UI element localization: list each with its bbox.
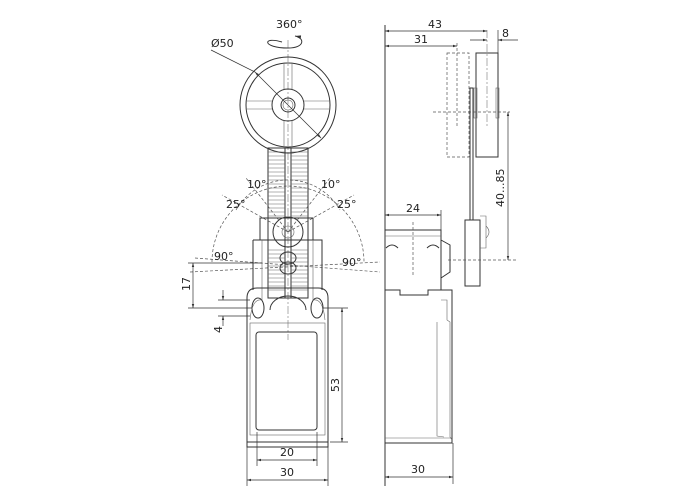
dim-31: 31 <box>414 33 428 46</box>
switch-body <box>246 287 329 448</box>
dim-4: 4 <box>212 326 225 333</box>
dim-53: 53 <box>329 378 342 392</box>
dim-43: 43 <box>428 18 442 31</box>
angle-10-left: 10° <box>247 178 267 191</box>
side-dimensions <box>385 29 518 484</box>
dim-40-85: 40...85 <box>494 169 507 207</box>
dim-30-side: 30 <box>411 463 425 476</box>
side-lever <box>433 30 516 287</box>
angle-90-right: 90° <box>342 256 362 269</box>
side-view: 43 31 8 24 40...85 30 <box>384 18 518 486</box>
rotation-label: 360° <box>276 18 303 31</box>
roller-wheel <box>210 49 337 154</box>
angle-10-right: 10° <box>321 178 341 191</box>
dim-24: 24 <box>406 202 420 215</box>
rotation-arrow-icon <box>267 35 303 49</box>
front-dimensions <box>188 262 348 486</box>
diameter-label: Ø50 <box>211 37 234 50</box>
dim-30-front: 30 <box>280 466 294 479</box>
angle-90-left: 90° <box>214 250 234 263</box>
lever-arm <box>267 147 309 299</box>
dim-17: 17 <box>180 277 193 291</box>
switch-head <box>252 216 323 311</box>
angle-25-left: 25° <box>226 198 246 211</box>
front-view: 360° Ø50 10° 10° 25° 25° 90° 90° 17 4 53… <box>180 18 381 486</box>
side-body <box>384 25 453 486</box>
dim-20: 20 <box>280 446 294 459</box>
angle-25-right: 25° <box>337 198 357 211</box>
dim-8: 8 <box>502 27 509 40</box>
